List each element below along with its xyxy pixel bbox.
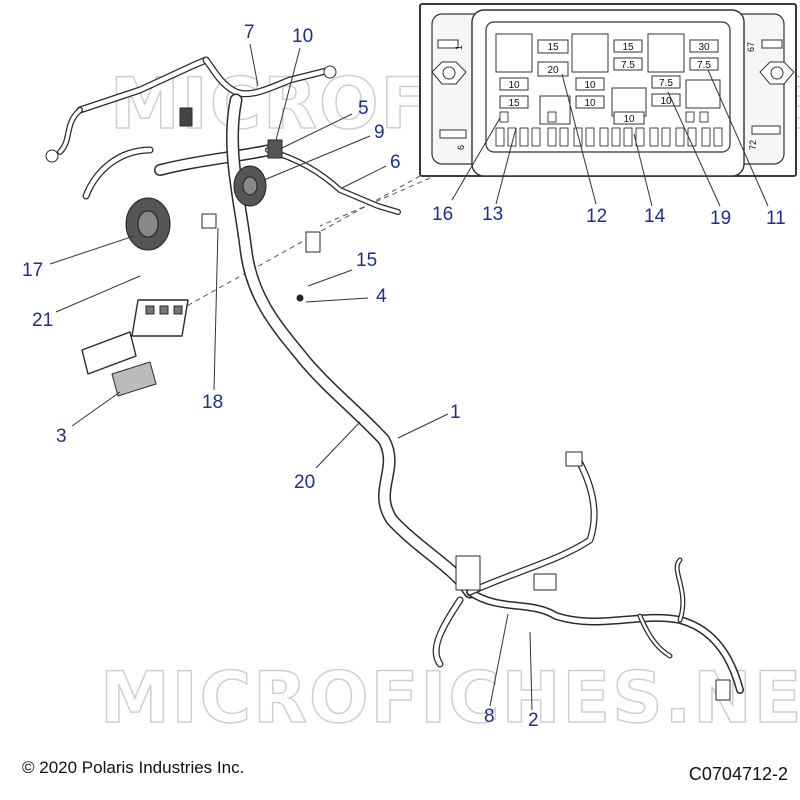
watermark-bottom: MICROFICHES.NET (100, 657, 800, 739)
harness-assembly (45, 56, 744, 701)
callout-19: 19 (710, 208, 731, 229)
callout-4: 4 (376, 286, 387, 307)
callout-2: 2 (528, 710, 539, 731)
fuse-7-5a: 7.5 (613, 57, 643, 71)
callout-14: 14 (644, 206, 666, 227)
fuse-10b: 10 (575, 77, 605, 91)
callout-17: 17 (22, 260, 43, 281)
callout-15: 15 (356, 250, 377, 271)
fuse-15a: 15 (537, 39, 569, 54)
fuse-box-inset: 15 20 15 7.5 30 7.5 10 15 (419, 3, 797, 177)
callout-3: 3 (56, 426, 67, 447)
fuse-10c: 10 (575, 95, 605, 109)
fuse-7-5b: 7.5 (689, 57, 719, 71)
mounting-bolt-left (431, 61, 467, 85)
fuse-20: 20 (537, 61, 569, 77)
pin-label-67: 67 (746, 42, 756, 52)
fuse-15c: 15 (499, 95, 529, 109)
svg-text:15: 15 (508, 98, 520, 109)
callout-5: 5 (358, 98, 369, 119)
fuse-10a: 10 (499, 77, 529, 91)
copyright-text: © 2020 Polaris Industries Inc. (22, 758, 245, 777)
callout-12: 12 (586, 206, 607, 227)
fuse-30: 30 (689, 39, 719, 53)
svg-text:10: 10 (508, 80, 520, 91)
svg-text:30: 30 (698, 42, 710, 53)
leader-lines (49, 43, 769, 711)
svg-text:10: 10 (584, 98, 596, 109)
figure-id: C0704712-2 (688, 764, 788, 784)
svg-text:10: 10 (660, 96, 672, 107)
svg-text:10: 10 (623, 114, 635, 125)
callout-10: 10 (292, 26, 313, 47)
mounting-bolt-right (759, 61, 795, 85)
callout-13: 13 (482, 204, 503, 225)
callout-labels: 7 10 5 9 6 15 4 1 20 17 21 18 3 8 2 16 1… (22, 22, 786, 731)
pin-label-72: 72 (748, 140, 758, 150)
svg-text:20: 20 (547, 65, 559, 76)
callout-7: 7 (244, 22, 255, 43)
callout-8: 8 (484, 706, 495, 727)
svg-text:7.5: 7.5 (621, 60, 635, 71)
svg-text:15: 15 (622, 42, 634, 53)
callout-1: 1 (450, 402, 461, 423)
fuse-10e: 10 (613, 111, 645, 125)
callout-16: 16 (432, 204, 453, 225)
callout-18: 18 (202, 392, 223, 413)
callout-11: 11 (766, 208, 786, 229)
callout-6: 6 (390, 152, 401, 173)
fuse-10d: 10 (651, 93, 681, 107)
svg-text:10: 10 (584, 80, 596, 91)
fuse-7-5c: 7.5 (651, 75, 681, 89)
svg-text:7.5: 7.5 (659, 78, 673, 89)
callout-9: 9 (374, 122, 385, 143)
pin-label-1: 1 (454, 45, 464, 50)
pin-label-6: 6 (456, 145, 466, 150)
svg-text:15: 15 (547, 42, 559, 53)
callout-20: 20 (294, 472, 315, 493)
callout-21: 21 (32, 310, 53, 331)
svg-text:7.5: 7.5 (697, 60, 711, 71)
fuse-15b: 15 (613, 39, 643, 53)
